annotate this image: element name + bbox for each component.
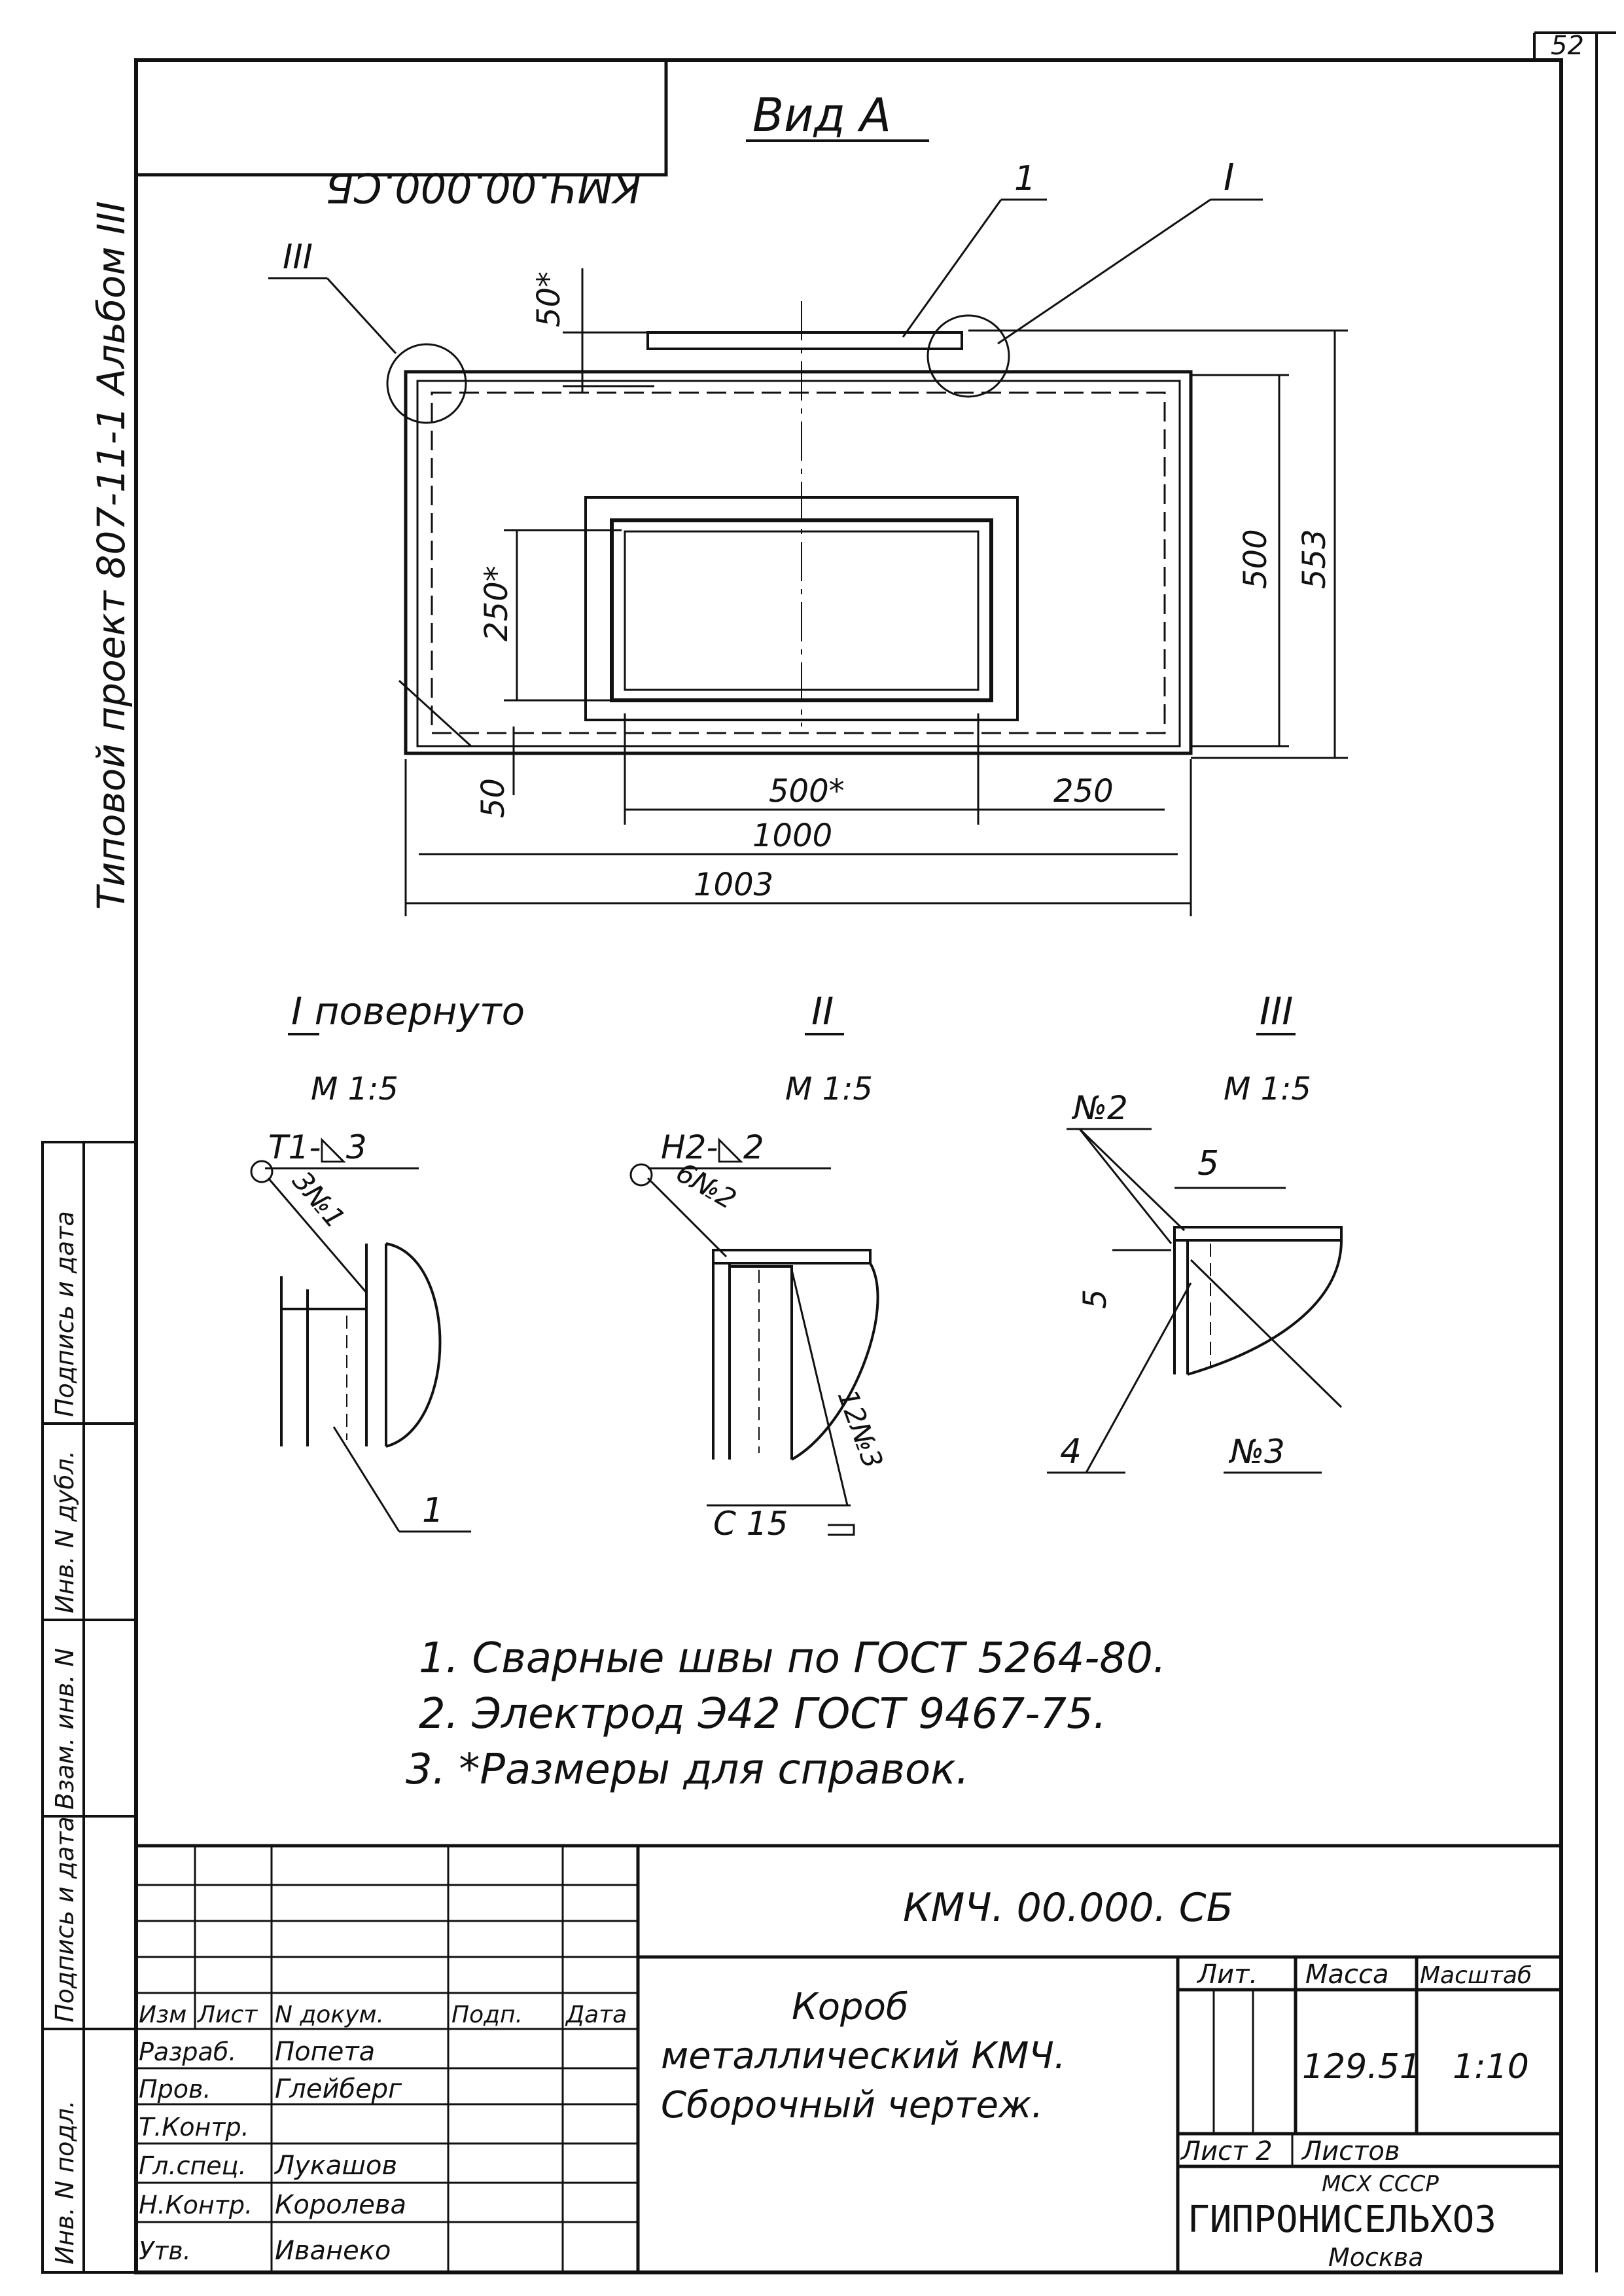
svg-text:4: 4 bbox=[1060, 1432, 1082, 1471]
svg-text:Взам. инв. N: Взам. инв. N bbox=[50, 1648, 79, 1810]
svg-text:Т1-◺3: Т1-◺3 bbox=[268, 1128, 367, 1166]
title-line-3: Сборочный чертеж. bbox=[661, 2084, 1043, 2126]
svg-text:Подп.: Подп. bbox=[451, 2001, 523, 2028]
svg-text:5: 5 bbox=[1197, 1144, 1219, 1183]
page-number: 52 bbox=[1551, 31, 1584, 61]
dim-250-h: 250 bbox=[1053, 773, 1114, 810]
dim-553: 553 bbox=[1296, 529, 1333, 589]
callout-1: 1 bbox=[1014, 159, 1036, 198]
svg-text:II: II bbox=[811, 989, 834, 1033]
svg-text:Лист: Лист bbox=[196, 2001, 258, 2028]
note-1: 1. Сварные швы по ГОСТ 5264-80. bbox=[419, 1634, 1166, 1683]
svg-text:Инв. N дубл.: Инв. N дубл. bbox=[50, 1450, 79, 1613]
svg-text:Иванеко: Иванеко bbox=[275, 2236, 391, 2266]
title-line-2: металлический КМЧ. bbox=[661, 2035, 1066, 2077]
svg-text:1: 1 bbox=[422, 1491, 444, 1530]
designation: КМЧ. 00.000. СБ bbox=[903, 1885, 1233, 1931]
svg-text:Н.Контр.: Н.Контр. bbox=[139, 2191, 253, 2219]
note-2: 2. Электрод Э42 ГОСТ 9467-75. bbox=[419, 1690, 1106, 1738]
dim-1003: 1003 bbox=[694, 867, 773, 903]
svg-text:III: III bbox=[1260, 989, 1293, 1033]
dimension-lines bbox=[404, 268, 1348, 916]
view-title: Вид А bbox=[752, 88, 891, 142]
svg-text:Изм: Изм bbox=[139, 2001, 186, 2028]
dim-250: 250* bbox=[478, 565, 515, 641]
detail-III: III М 1:5 №2 5 5 4 №3 bbox=[1047, 989, 1343, 1474]
mirrored-code: КМЧ.00.000.СБ bbox=[326, 164, 641, 211]
svg-text:I повернуто: I повернуто bbox=[291, 989, 525, 1033]
svg-text:Масса: Масса bbox=[1305, 1960, 1389, 1990]
svg-text:С 15: С 15 bbox=[713, 1505, 788, 1543]
svg-text:Т.Контр.: Т.Контр. bbox=[139, 2113, 249, 2142]
project-side-label: Типовой проект 807-11-1 Альбом III bbox=[89, 201, 133, 910]
svg-text:Подпись и дата: Подпись и дата bbox=[50, 1816, 79, 2022]
detail-I: I повернуто М 1:5 Т1-◺3 3№1 1 bbox=[250, 989, 525, 1533]
svg-text:Гл.спец.: Гл.спец. bbox=[139, 2151, 247, 2180]
dim-500-h: 500* bbox=[769, 773, 845, 810]
svg-text:М 1:5: М 1:5 bbox=[1224, 1071, 1311, 1107]
callout-III: III bbox=[283, 238, 313, 277]
svg-text:Лукашов: Лукашов bbox=[274, 2151, 397, 2181]
svg-text:Лит.: Лит. bbox=[1196, 1960, 1258, 1990]
mass-value: 129.51 bbox=[1302, 2047, 1421, 2087]
callouts bbox=[268, 198, 1263, 355]
svg-text:Утв.: Утв. bbox=[139, 2236, 191, 2265]
svg-text:Попета: Попета bbox=[275, 2037, 375, 2067]
callout-I: I bbox=[1224, 156, 1235, 199]
svg-text:Глейберг: Глейберг bbox=[275, 2074, 402, 2104]
svg-text:N докум.: N докум. bbox=[275, 2001, 384, 2028]
note-3: 3. *Размеры для справок. bbox=[406, 1746, 969, 1794]
main-view bbox=[386, 301, 1193, 755]
dim-50-left: 50 bbox=[475, 778, 512, 818]
title-block bbox=[136, 1844, 1561, 2272]
svg-text:Масштаб: Масштаб bbox=[1420, 1962, 1532, 1989]
svg-text:Инв. N подл.: Инв. N подл. bbox=[50, 2100, 79, 2265]
svg-text:Пров.: Пров. bbox=[139, 2075, 211, 2104]
svg-text:Разраб.: Разраб. bbox=[139, 2037, 236, 2066]
svg-text:Дата: Дата bbox=[565, 2001, 627, 2028]
svg-text:12№3: 12№3 bbox=[832, 1386, 889, 1473]
svg-text:Подпись и дата: Подпись и дата bbox=[50, 1211, 79, 1417]
scale-value: 1:10 bbox=[1453, 2047, 1529, 2087]
svg-text:Н2-◺2: Н2-◺2 bbox=[661, 1128, 764, 1166]
organization: ГИПРОНИСЕЛЬХОЗ bbox=[1188, 2198, 1496, 2241]
detail-II: II М 1:5 Н2-◺2 6№2 12№3 С 15 bbox=[629, 989, 889, 1543]
svg-text:№3: №3 bbox=[1228, 1433, 1285, 1471]
svg-text:3№1: 3№1 bbox=[286, 1165, 351, 1234]
svg-text:МСХ СССР: МСХ СССР bbox=[1322, 2171, 1439, 2197]
svg-text:5: 5 bbox=[1077, 1289, 1114, 1309]
dim-50-top: 50* bbox=[531, 272, 567, 327]
svg-text:М 1:5: М 1:5 bbox=[785, 1071, 873, 1107]
svg-text:М 1:5: М 1:5 bbox=[311, 1071, 398, 1107]
svg-text:Москва: Москва bbox=[1328, 2243, 1424, 2272]
svg-text:Листов: Листов bbox=[1301, 2136, 1400, 2166]
side-stamp bbox=[41, 1141, 137, 2274]
svg-text:Королева: Королева bbox=[275, 2190, 406, 2220]
svg-text:Лист 2: Лист 2 bbox=[1180, 2136, 1273, 2166]
dim-500-v: 500 bbox=[1237, 529, 1274, 589]
title-line-1: Короб bbox=[792, 1986, 908, 2028]
svg-text:№2: №2 bbox=[1071, 1089, 1128, 1127]
dim-1000: 1000 bbox=[752, 817, 832, 854]
